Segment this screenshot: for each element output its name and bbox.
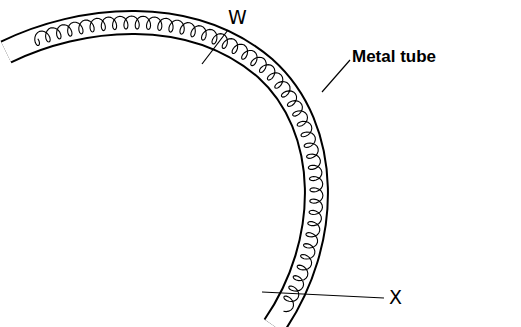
callout-letter: W: [228, 8, 247, 27]
callout-letter: X: [389, 288, 402, 307]
leader-line: [322, 60, 350, 92]
coil-windings: [35, 16, 323, 312]
part-label: Metal tube: [352, 48, 436, 65]
leader-line: [262, 292, 384, 298]
coil-spring: [35, 16, 323, 312]
leader-lines: [202, 30, 384, 298]
tube-bore: [6, 22, 316, 326]
tube-wall: [6, 22, 316, 326]
leader-line: [202, 30, 228, 64]
metal-tube: [6, 22, 316, 326]
